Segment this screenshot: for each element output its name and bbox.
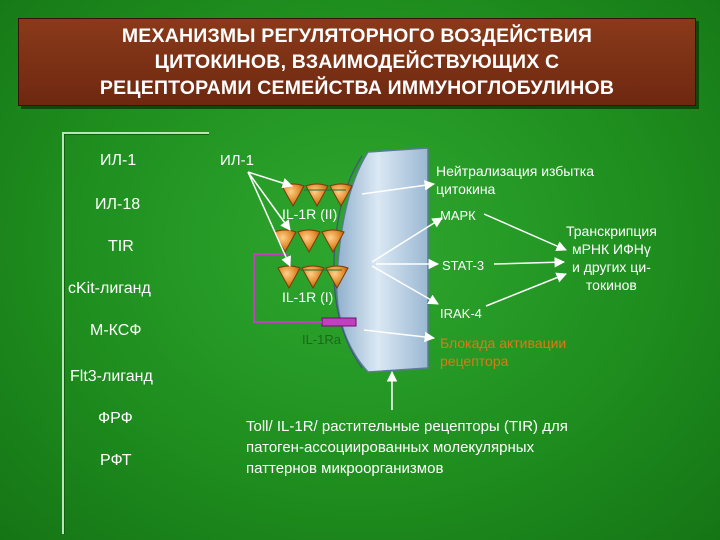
transcription-line-2: мРНК ИФНγ (571, 241, 651, 257)
il1ra-bar (321, 317, 357, 327)
arrow-mapk (371, 217, 443, 263)
tir-note-line-2: патоген-ассоциированных молекулярных (246, 439, 535, 456)
list-item-frf: ФРФ (98, 410, 133, 427)
transcription-line-3: и других ци- (571, 259, 651, 275)
transcription-text: Транскрипция мРНК ИФНγ и других ци- токи… (566, 222, 657, 294)
antagonist-label: IL-1Ra (302, 332, 342, 347)
membrane-edge (333, 155, 363, 369)
pathway-irak4: IRAK-4 (440, 306, 482, 321)
list-item-mksf: М-КСФ (90, 322, 142, 339)
list-item-flt3: Flt3-лиганд (70, 368, 153, 385)
neutralization-line-2: цитокина (436, 181, 496, 197)
arrow-mapk-transcription (483, 213, 567, 252)
ligand-label: ИЛ-1 (220, 152, 254, 169)
neutralization-line-1: Нейтрализация избытка (436, 163, 594, 179)
cell-membrane (335, 147, 429, 373)
pathway-mapk: МАРК (440, 208, 476, 223)
ligand-arrow-3 (247, 171, 291, 267)
list-item-ckit: cKit-лиганд (68, 280, 151, 297)
ligand-arrow-2 (247, 171, 291, 231)
arrow-stat3-transcription (493, 257, 566, 268)
list-item-rft: РФТ (100, 452, 132, 469)
blockade-text: Блокада активации рецептора (440, 334, 566, 370)
neutralization-text: Нейтрализация избытка цитокина (436, 162, 594, 198)
title-line-1: МЕХАНИЗМЫ РЕГУЛЯТОРНОГО ВОЗДЕЙСТВИЯ (121, 25, 593, 47)
list-item-il18: ИЛ-18 (95, 196, 141, 213)
cytokine-list-panel (62, 132, 209, 534)
ligand-arrow-1 (247, 171, 294, 189)
receptor-row-bottom (277, 265, 349, 290)
receptor-top-label: IL-1R (II) (282, 206, 338, 222)
arrow-irak4 (371, 265, 439, 305)
transcription-line-1: Транскрипция (566, 223, 657, 239)
list-item-tir: TIR (108, 238, 134, 255)
receptor-bottom-label: IL-1R (I) (282, 289, 334, 305)
arrow-neutralization (361, 180, 436, 195)
pathway-stat3: STAT-3 (442, 258, 485, 273)
blockade-line-2: рецептора (440, 353, 509, 369)
transcription-line-4: токинов (585, 277, 637, 293)
title-line-2: ЦИТОКИНОВ, ВЗАИМОДЕЙСТВУЮЩИХ С (154, 51, 560, 73)
blockade-line-1: Блокада активации (440, 335, 567, 351)
title-box: МЕХАНИЗМЫ РЕГУЛЯТОРНОГО ВОЗДЕЙСТВИЯ ЦИТО… (18, 18, 696, 106)
arrow-irak4-transcription (485, 272, 567, 307)
magenta-connector (253, 253, 322, 323)
tir-note-line-1: Toll/ IL-1R/ растительные рецепторы (TIR… (246, 418, 568, 435)
tir-note-line-3: паттернов микроорганизмов (246, 460, 444, 477)
arrow-blockade (363, 329, 436, 343)
receptor-row-middle (273, 229, 345, 254)
list-item-il1: ИЛ-1 (100, 152, 137, 169)
receptor-row-top (281, 183, 353, 208)
tir-note: Toll/ IL-1R/ растительные рецепторы (TIR… (246, 416, 568, 479)
title-line-3: РЕЦЕПТОРАМИ СЕМЕЙСТВА ИММУНОГЛОБУЛИНОВ (99, 77, 615, 99)
